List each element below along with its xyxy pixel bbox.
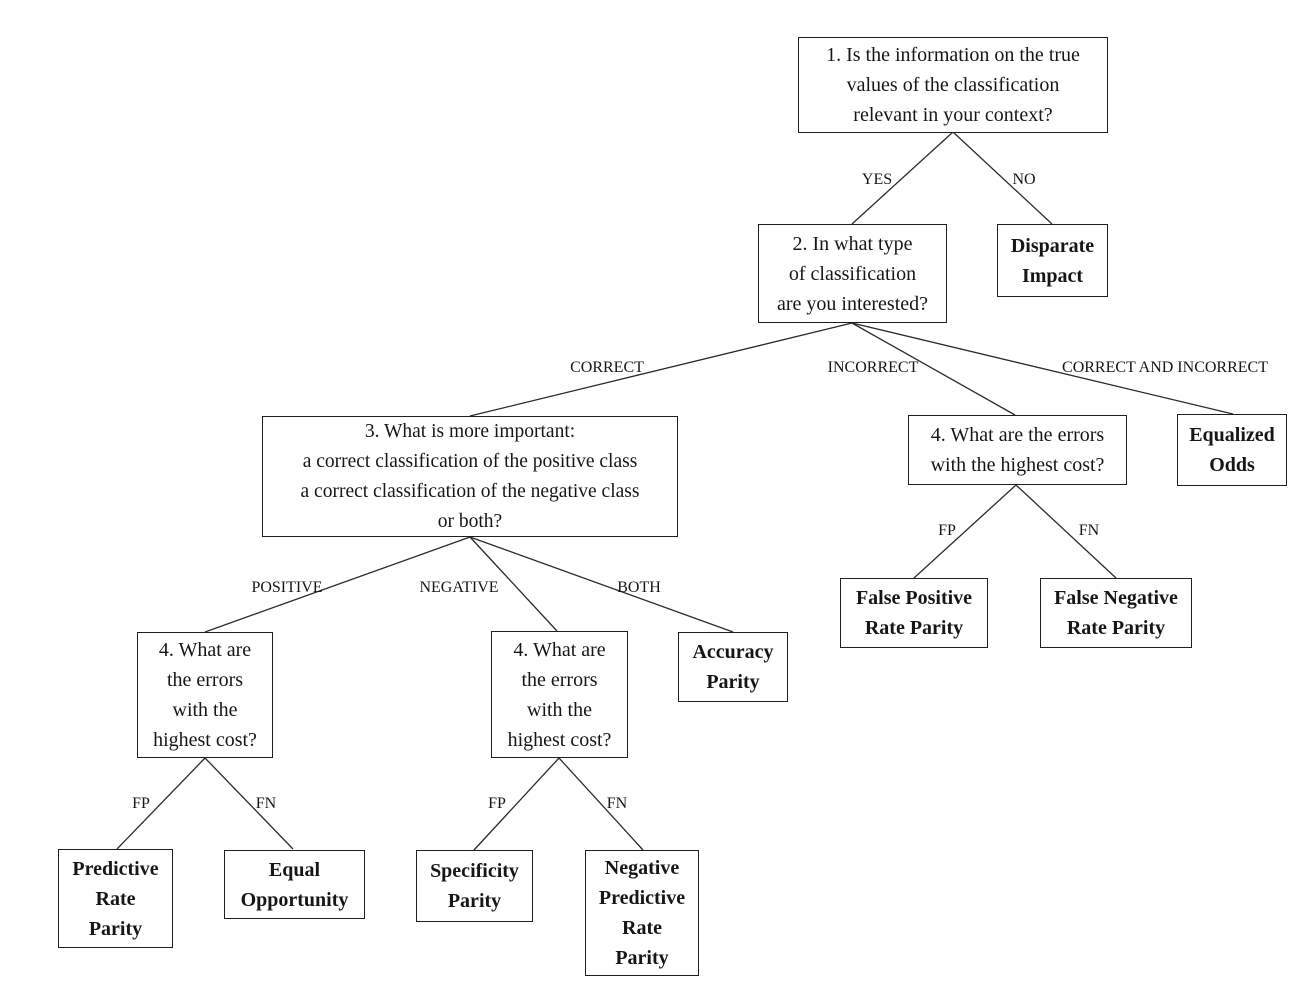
node-accuracy-parity: Accuracy Parity [678, 632, 788, 702]
edge-q4-right-fpr-parity [913, 484, 1017, 579]
edge-label-negative: NEGATIVE [419, 579, 499, 596]
edge-q4-left-equal-opportunity [204, 757, 294, 850]
node-false-positive-rate-parity: False Positive Rate Parity [840, 578, 988, 648]
edge-q4-mid-specificity-parity [473, 757, 560, 851]
node-negative-predictive-rate-parity: Negative Predictive Rate Parity [585, 850, 699, 976]
edge-label-positive: POSITIVE [251, 579, 323, 596]
edge-label-correct: CORRECT [570, 359, 644, 376]
edge-q3-accuracy-parity [469, 536, 734, 633]
node-false-negative-rate-parity: False Negative Rate Parity [1040, 578, 1192, 648]
edge-q1-q2 [851, 131, 954, 225]
node-q2-classification-type: 2. In what type of classification are yo… [758, 224, 947, 323]
node-q4-errors-highest-cost-middle: 4. What are the errors with the highest … [491, 631, 628, 758]
node-predictive-rate-parity: Predictive Rate Parity [58, 849, 173, 948]
node-equalized-odds: Equalized Odds [1177, 414, 1287, 486]
node-disparate-impact: Disparate Impact [997, 224, 1108, 297]
edge-q4-left-predictive-rate-parity [116, 757, 206, 850]
edge-label-incorrect: INCORRECT [827, 359, 919, 376]
edge-label-fn-right: FN [1078, 522, 1100, 539]
edge-label-fn-left: FN [255, 795, 277, 812]
edge-q4-mid-npr-parity [558, 757, 644, 851]
edge-label-correct-and-incorrect: CORRECT AND INCORRECT [1062, 359, 1268, 376]
node-q4-errors-highest-cost-left: 4. What are the errors with the highest … [137, 632, 273, 758]
node-equal-opportunity: Equal Opportunity [224, 850, 365, 919]
edge-q2-q4-right [851, 322, 1016, 416]
node-specificity-parity: Specificity Parity [416, 850, 533, 922]
edge-label-fp-middle: FP [488, 795, 506, 812]
edge-label-fp-right: FP [938, 522, 956, 539]
edge-label-yes: YES [861, 171, 893, 188]
node-q3-what-more-important: 3. What is more important: a correct cla… [262, 416, 678, 537]
edge-label-fn-middle: FN [606, 795, 628, 812]
edge-q2-equalized-odds [851, 322, 1234, 415]
edge-q3-q4-left [204, 536, 471, 633]
edge-label-both: BOTH [617, 579, 661, 596]
edge-label-fp-left: FP [132, 795, 150, 812]
edge-label-no: NO [1012, 171, 1036, 188]
edge-q1-disparate-impact [952, 131, 1053, 225]
edge-q3-q4-mid [469, 536, 558, 632]
node-q4-errors-highest-cost-right: 4. What are the errors with the highest … [908, 415, 1127, 485]
edge-q2-q3 [469, 322, 853, 417]
edge-q4-right-fnr-parity [1015, 484, 1117, 579]
node-q1-true-values-relevant: 1. Is the information on the true values… [798, 37, 1108, 133]
